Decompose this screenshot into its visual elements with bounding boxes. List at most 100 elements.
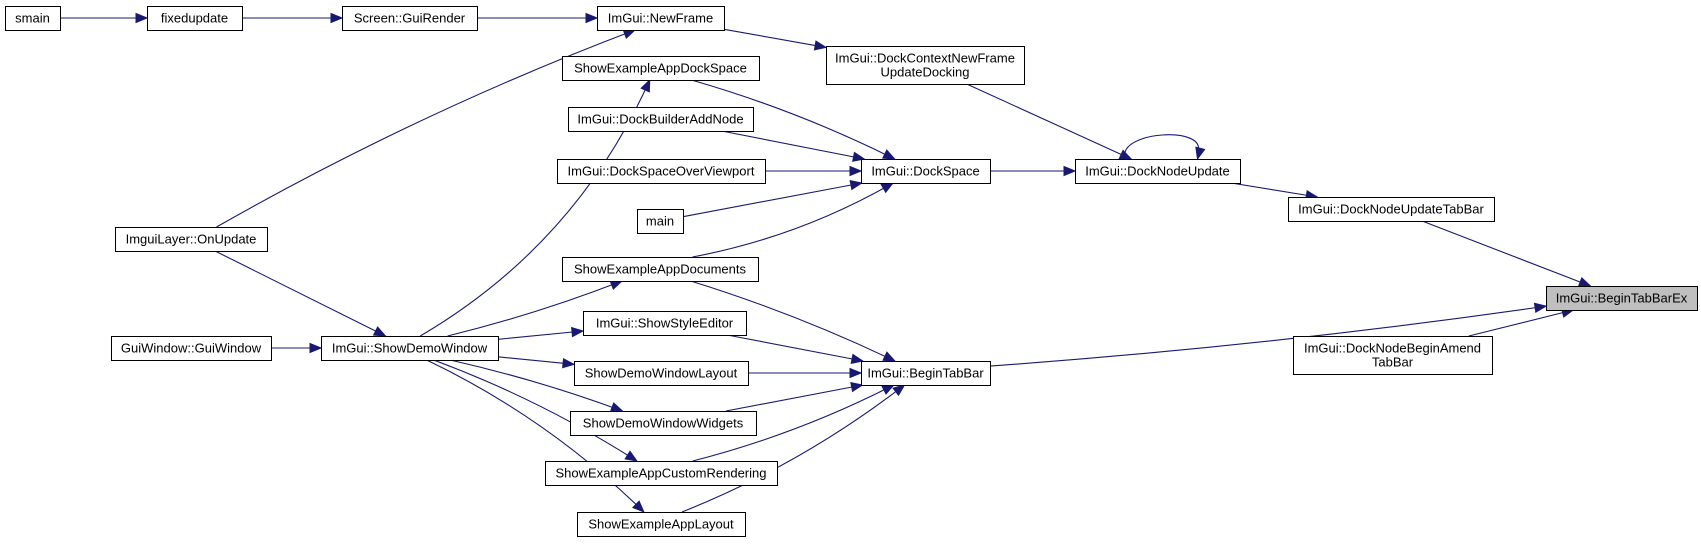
node-box (574, 361, 749, 386)
edge-showdemowindow-to-showdemowindowwidgets (449, 359, 623, 412)
node-label: ImGui::ShowStyleEditor (596, 316, 734, 331)
edge-showdemowindowwidgets-to-begintabbar-arrowhead (850, 381, 864, 393)
node-label: ImGui::DockNodeUpdateTabBar (1298, 202, 1484, 217)
node-label: UpdateDocking (881, 65, 970, 80)
node-label: ShowExampleAppDocuments (574, 262, 746, 277)
node-dockbuilderaddnode[interactable]: ImGui::DockBuilderAddNode (568, 107, 754, 132)
node-label: Screen::GuiRender (354, 11, 466, 26)
edge-begintabbar-to-begintabbarex (989, 305, 1547, 367)
edge-showexampleappdockspace-to-dockspace-arrowhead (881, 149, 896, 160)
edge-docknodeupdate-to-docknodeupdatetabbar (1231, 182, 1318, 198)
node-screen_guirender[interactable]: Screen::GuiRender (342, 6, 478, 31)
edge-showdemowindowwidgets-to-begintabbar (725, 384, 863, 412)
edge-showexampleappdocuments-to-begintabbar-arrowhead (882, 351, 897, 362)
edge-main-to-dockspace (682, 182, 862, 218)
edge-fixedupdate-to-screen_guirender-arrowhead (330, 12, 344, 24)
node-box (583, 311, 747, 336)
node-showdemowindowwidgets[interactable]: ShowDemoWindowWidgets (570, 411, 757, 436)
edge-showexampleapplayout-to-begintabbar (681, 384, 905, 513)
node-box (568, 107, 754, 132)
node-label: ImGui::BeginTabBarEx (1556, 291, 1688, 306)
edge-docknodeupdatetabbar-to-begintabbarex (1421, 220, 1591, 287)
node-box (562, 257, 759, 282)
node-imguilayer_onupdate[interactable]: ImguiLayer::OnUpdate (115, 227, 268, 252)
node-label: main (646, 214, 674, 229)
node-box (111, 336, 272, 361)
edge-dockspace-to-docknodeupdate-arrowhead (1063, 165, 1077, 177)
edge-imgui_newframe-to-dockcontextnewframe-arrowhead (813, 40, 828, 51)
edge-showexampleappdocuments-to-dockspace (692, 182, 894, 258)
edge-showdemowindow-to-showexampleappcustomrendering-arrowhead (624, 450, 638, 462)
edge-guiwindow-to-showdemowindow-arrowhead (309, 342, 323, 354)
node-showexampleappdockspace[interactable]: ShowExampleAppDockSpace (562, 56, 760, 81)
node-showstyleeditor[interactable]: ImGui::ShowStyleEditor (583, 311, 747, 336)
node-box (826, 46, 1025, 85)
node-begintabbar[interactable]: ImGui::BeginTabBar (861, 361, 991, 386)
node-fixedupdate[interactable]: fixedupdate (147, 6, 243, 31)
node-label: ShowExampleAppCustomRendering (555, 466, 766, 481)
edge-begintabbar-to-begintabbarex-arrowhead (1533, 302, 1548, 313)
node-box (1288, 197, 1495, 222)
edge-imguilayer_onupdate-to-showdemowindow-arrowhead (372, 326, 387, 337)
node-label: fixedupdate (161, 11, 228, 26)
edge-dockspaceoverviewport-to-dockspace-arrowhead (849, 165, 863, 177)
edge-docknodeupdatetabbar-to-begintabbarex-arrowhead (1577, 276, 1592, 287)
node-imgui_newframe[interactable]: ImGui::NewFrame (597, 6, 725, 31)
node-showexampleapplayout[interactable]: ShowExampleAppLayout (577, 512, 746, 537)
node-smain[interactable]: smain (5, 6, 61, 31)
node-label: ImGui::DockSpace (871, 164, 979, 179)
node-box (321, 336, 499, 361)
node-docknodeupdate[interactable]: ImGui::DockNodeUpdate (1075, 159, 1241, 184)
node-box (5, 6, 61, 31)
edge-imgui_newframe-to-dockcontextnewframe (723, 28, 827, 48)
node-label: ImGui::DockNodeUpdate (1085, 164, 1230, 179)
node-box (342, 6, 478, 31)
node-dockspace[interactable]: ImGui::DockSpace (861, 159, 991, 184)
edge-showdemowindow-to-showexampleapplayout-arrowhead (631, 500, 645, 513)
node-box (861, 159, 991, 184)
node-showexampleappcustomrendering[interactable]: ShowExampleAppCustomRendering (545, 461, 778, 486)
node-box (115, 227, 268, 252)
edge-showexampleappdockspace-to-dockspace (691, 79, 895, 160)
node-docknodeupdatetabbar[interactable]: ImGui::DockNodeUpdateTabBar (1288, 197, 1495, 222)
node-label: ShowExampleAppLayout (588, 517, 734, 532)
edge-showexampleappdocuments-to-begintabbar (690, 280, 896, 362)
node-showdemowindowlayout[interactable]: ShowDemoWindowLayout (574, 361, 749, 386)
node-label: ImGui::ShowDemoWindow (332, 341, 488, 356)
edge-showdemowindow-to-showexampleappdocuments-arrowhead (609, 280, 624, 291)
edge-showdemowindow-to-showexampleappdockspace-arrowhead (640, 78, 651, 93)
edge-showexampleappcustomrendering-to-begintabbar (692, 384, 895, 462)
node-box (147, 6, 243, 31)
edge-imguilayer_onupdate-to-showdemowindow (214, 250, 386, 337)
node-label: ImGui::NewFrame (608, 11, 713, 26)
edge-dockcontextnewframe-to-docknodeupdate (966, 83, 1132, 160)
edges-layer (60, 12, 1592, 513)
edge-smain-to-fixedupdate-arrowhead (135, 12, 149, 24)
node-label: ShowDemoWindowLayout (585, 366, 738, 381)
edge-showdemowindow-to-showdemowindowlayout-arrowhead (562, 357, 576, 369)
edge-docknodebeginamend-to-begintabbarex (1468, 309, 1574, 337)
node-dockspaceoverviewport[interactable]: ImGui::DockSpaceOverViewport (557, 159, 766, 184)
node-begintabbarex[interactable]: ImGui::BeginTabBarEx (1546, 286, 1698, 311)
edge-screen_guirender-to-imgui_newframe-arrowhead (585, 12, 599, 24)
node-label: ImGui::DockContextNewFrame (835, 51, 1015, 66)
edge-showstyleeditor-to-begintabbar (727, 334, 863, 362)
node-showdemowindow[interactable]: ImGui::ShowDemoWindow (321, 336, 499, 361)
node-guiwindow[interactable]: GuiWindow::GuiWindow (111, 336, 272, 361)
edge-showdemowindow-to-showexampleappdocuments (447, 280, 623, 337)
node-box (577, 512, 746, 537)
edge-showdemowindow-to-showexampleappcustomrendering (433, 359, 638, 462)
node-box (570, 411, 757, 436)
node-showexampleappdocuments[interactable]: ShowExampleAppDocuments (562, 257, 759, 282)
node-label: ImGui::DockSpaceOverViewport (568, 164, 755, 179)
node-main[interactable]: main (637, 209, 684, 234)
edge-showdemowindow-to-showexampleapplayout (426, 359, 645, 513)
node-label: ShowDemoWindowWidgets (583, 416, 744, 431)
node-box (1546, 286, 1698, 311)
node-box (545, 461, 778, 486)
node-label: ShowExampleAppDockSpace (574, 61, 747, 76)
